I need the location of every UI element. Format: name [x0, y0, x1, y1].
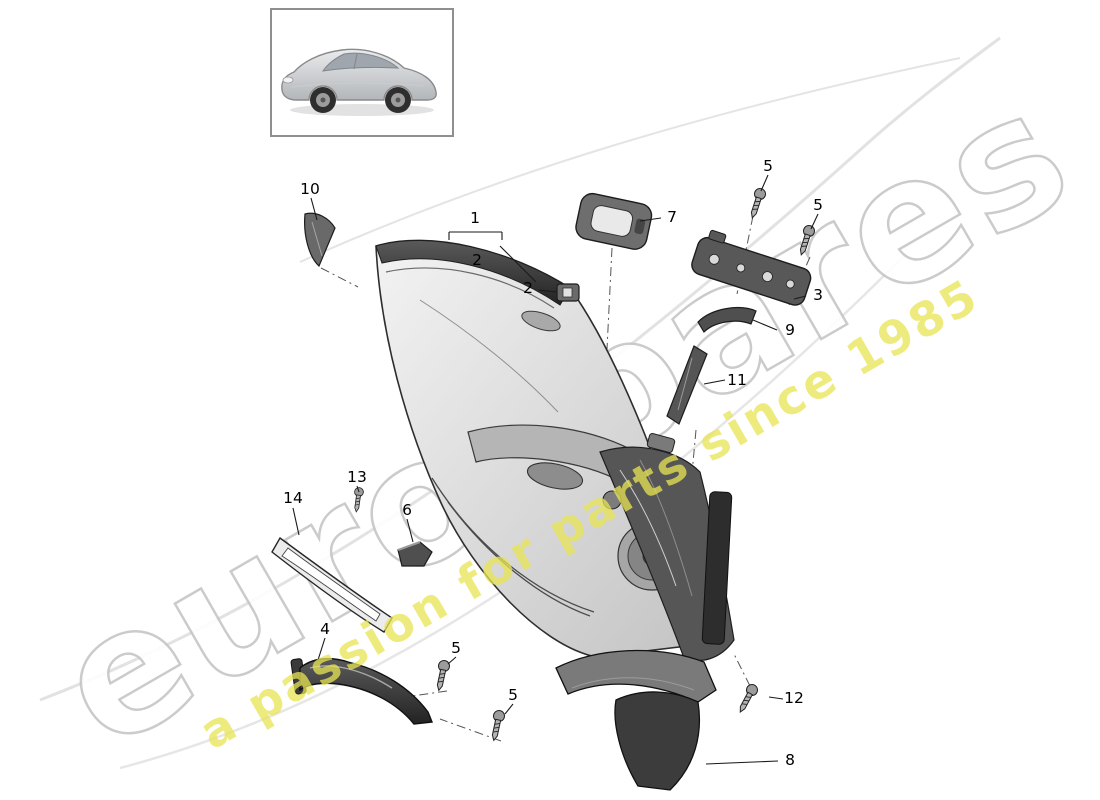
part-2-clip [556, 283, 580, 302]
car-body [281, 48, 437, 101]
part-11-trim-strip [666, 345, 708, 425]
part-7-switch-bezel [575, 192, 653, 250]
part-label-5d: 5 [508, 686, 518, 704]
part-13-screw [351, 486, 365, 513]
part-label-2b: 2 [523, 279, 533, 297]
door-inner-structure [599, 433, 735, 662]
part-4-grab-handle [290, 657, 433, 725]
car-thumbnail [270, 8, 454, 137]
part-6-clip [397, 541, 433, 567]
part-label-5a: 5 [763, 157, 773, 175]
part-label-12: 12 [784, 689, 804, 707]
part-label-4: 4 [320, 620, 330, 638]
part-label-13: 13 [347, 468, 367, 486]
part-9-trim-strip [697, 307, 757, 333]
car-headlight [282, 76, 294, 84]
part-label-9: 9 [785, 321, 795, 339]
swoosh-curve [39, 36, 1001, 702]
part-5-screw [487, 708, 507, 743]
part-5-screw [795, 223, 817, 257]
part-label-8: 8 [785, 751, 795, 769]
car-windows [321, 52, 400, 72]
part-14-trim-frame [271, 536, 393, 633]
part-label-2: 2 [472, 251, 482, 269]
leader-lines [292, 174, 819, 765]
part-label-5b: 5 [813, 196, 823, 214]
part-12-screw [734, 682, 760, 716]
car-illustration [281, 48, 437, 116]
part-5-screw [746, 186, 768, 220]
part-label-1: 1 [470, 209, 480, 227]
part-label-14: 14 [283, 489, 303, 507]
part-8-door-pocket [555, 649, 717, 791]
part-label-5c: 5 [451, 639, 461, 657]
part-10-mirror-triangle-trim [304, 212, 336, 268]
part-5-screw [432, 658, 452, 693]
label-1-bracket [448, 231, 503, 240]
part-3-carrier-panel [691, 229, 812, 306]
part-label-11: 11 [727, 371, 747, 389]
part-label-10: 10 [300, 180, 320, 198]
part-label-7: 7 [667, 208, 677, 226]
swoosh-curve [299, 57, 961, 263]
part-label-3: 3 [813, 286, 823, 304]
part-label-6: 6 [402, 501, 412, 519]
